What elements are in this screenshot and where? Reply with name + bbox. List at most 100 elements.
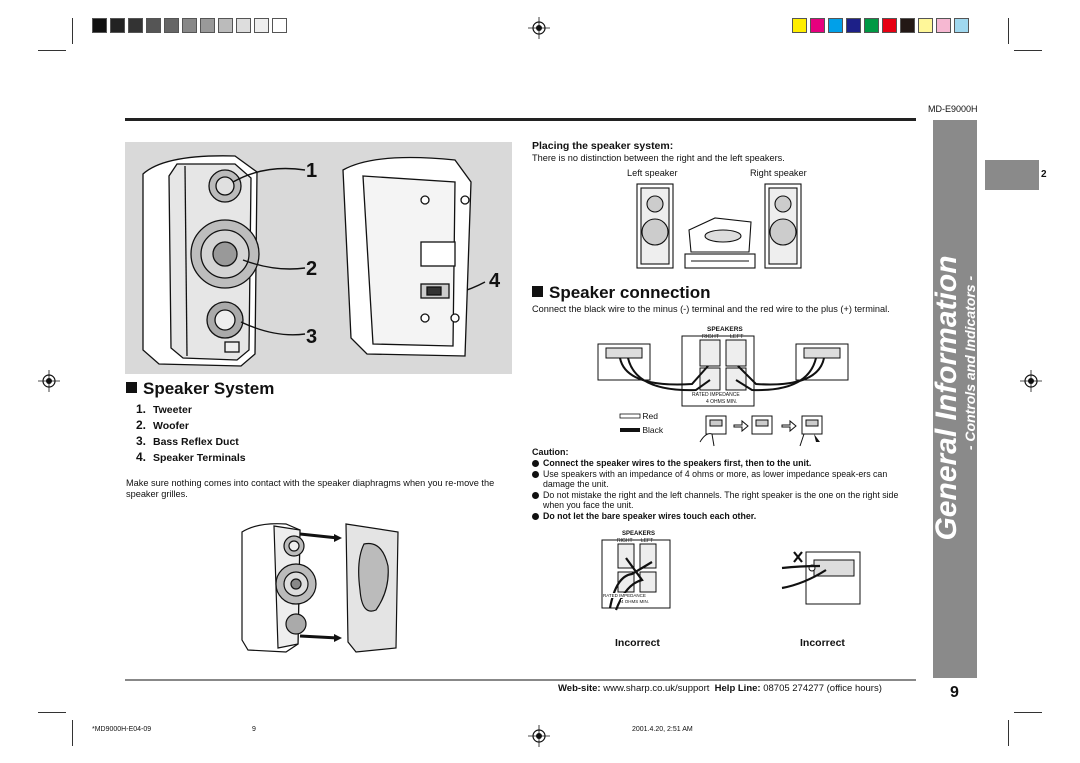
color-swatch — [882, 18, 897, 33]
section-sidebar — [933, 120, 977, 678]
right-speaker-label: Right speaker — [750, 168, 807, 178]
list-item: 4. Speaker Terminals — [136, 449, 246, 465]
part-label: Bass Reflex Duct — [153, 436, 239, 448]
color-swatch — [828, 18, 843, 33]
footer-rule — [125, 679, 916, 681]
left-speaker-label: Left speaker — [627, 168, 678, 178]
crop-mark — [72, 18, 73, 44]
registration-mark-icon — [528, 725, 550, 747]
side-title-main: General Information — [930, 255, 963, 541]
part-number: 1. — [136, 402, 147, 416]
speaker-placement-figure — [633, 180, 805, 272]
list-item: 1. Tweeter — [136, 401, 246, 417]
placing-text: There is no distinction between the righ… — [532, 153, 785, 163]
speaker-connection-heading-text: Speaker connection — [549, 283, 711, 302]
terminal-steps-figure — [696, 412, 832, 448]
website-link[interactable]: www.sharp.co.uk/support — [603, 683, 710, 694]
color-swatch — [918, 18, 933, 33]
gray-swatch — [218, 18, 233, 33]
incorrect-panel-left: LEFT — [641, 538, 654, 544]
parts-list: 1. Tweeter 2. Woofer 3. Bass Reflex Duct 4.… — [136, 401, 246, 465]
gray-swatch — [254, 18, 269, 33]
rear-speaker — [342, 156, 472, 357]
website-label: Web-site: — [558, 683, 601, 694]
part-label: Tweeter — [153, 404, 192, 416]
panel-rated-label: RATED IMPEDANCE — [692, 392, 740, 398]
incorrect-wiring-figure-1 — [596, 530, 676, 611]
part-label: Speaker Terminals — [153, 452, 246, 464]
caution-item: Connect the speaker wires to the speaker… — [532, 458, 916, 469]
registration-mark-icon — [38, 370, 60, 392]
registration-mark-icon — [528, 17, 550, 39]
chapter-tab-number: 2 — [1041, 169, 1047, 180]
model-number: MD-E9000H — [928, 104, 978, 114]
speaker-system-heading-text: Speaker System — [143, 379, 275, 398]
color-swatch — [810, 18, 825, 33]
speaker-connection-heading: Speaker connection — [532, 283, 711, 303]
chapter-tab — [985, 160, 1039, 190]
incorrect-wiring-figure-2 — [780, 548, 862, 608]
gray-swatch — [146, 18, 161, 33]
wire-legend: Red Black — [619, 410, 664, 438]
incorrect-label-2: Incorrect — [800, 637, 845, 649]
part-number: 3. — [136, 434, 147, 448]
gray-swatch — [272, 18, 287, 33]
gray-swatch — [128, 18, 143, 33]
list-item: 3. Bass Reflex Duct — [136, 433, 246, 449]
caution-item: Use speakers with an impedance of 4 ohms… — [532, 469, 916, 490]
callout-4: 4 — [489, 270, 501, 292]
panel-right-label: RIGHT — [702, 334, 720, 340]
page-number: 9 — [950, 684, 959, 701]
crop-mark — [1014, 712, 1042, 713]
crop-mark — [38, 50, 66, 51]
gray-swatch — [92, 18, 107, 33]
grille-note: Make sure nothing comes into contact wit… — [126, 478, 495, 499]
side-title: General Information - Controls and Indic… — [930, 255, 978, 540]
incorrect-panel-rated: RATED IMPEDANCE — [603, 593, 646, 598]
front-speaker — [142, 155, 260, 367]
caution-list: Connect the speaker wires to the speaker… — [532, 458, 916, 522]
panel-left-label: LEFT — [730, 334, 744, 340]
square-bullet-icon — [126, 382, 137, 393]
registration-mark-icon — [1020, 370, 1042, 392]
legend-red: Red — [642, 411, 658, 421]
list-item: 2. Woofer — [136, 417, 246, 433]
part-number: 4. — [136, 450, 147, 464]
caution-title: Caution: — [532, 447, 569, 457]
black-wire-icon — [620, 428, 640, 432]
callout-1: 1 — [306, 160, 318, 182]
incorrect-panel-right: RIGHT — [617, 538, 633, 544]
color-swatch — [954, 18, 969, 33]
incorrect-panel-ohms: 4 OHMS MIN. — [621, 599, 650, 604]
timestamp: 2001.4.20, 2:51 AM — [632, 726, 693, 733]
panel-ohms-label: 4 OHMS MIN. — [706, 399, 738, 405]
crop-mark — [38, 712, 66, 713]
caution-item: Do not mistake the right and the left ch… — [532, 490, 916, 511]
speaker-system-figure — [125, 142, 512, 374]
callout-2: 2 — [306, 258, 318, 280]
gray-swatch — [164, 18, 179, 33]
color-swatch — [864, 18, 879, 33]
speaker-system-heading: Speaker System — [126, 379, 274, 399]
side-title-sub: - Controls and Indicators - — [962, 275, 978, 451]
legend-black: Black — [642, 425, 664, 435]
grille-removal-figure — [238, 520, 408, 655]
crop-mark — [72, 720, 73, 746]
connection-text: Connect the black wire to the minus (-) … — [532, 304, 890, 314]
color-swatch — [936, 18, 951, 33]
incorrect-panel-title: SPEAKERS — [622, 531, 656, 537]
part-label: Woofer — [153, 420, 189, 432]
panel-title: SPEAKERS — [707, 326, 743, 333]
part-number: 2. — [136, 418, 147, 432]
gray-swatch — [182, 18, 197, 33]
crop-mark — [1014, 50, 1042, 51]
helpline-label: Help Line: — [714, 683, 761, 694]
gray-swatch — [236, 18, 251, 33]
color-swatch — [792, 18, 807, 33]
color-swatch — [846, 18, 861, 33]
caution-item: Do not let the bare speaker wires touch … — [532, 511, 916, 522]
file-page: 9 — [252, 726, 256, 733]
helpline-number: 08705 274277 (office hours) — [763, 683, 882, 694]
gray-swatch — [110, 18, 125, 33]
callout-3: 3 — [306, 326, 318, 348]
